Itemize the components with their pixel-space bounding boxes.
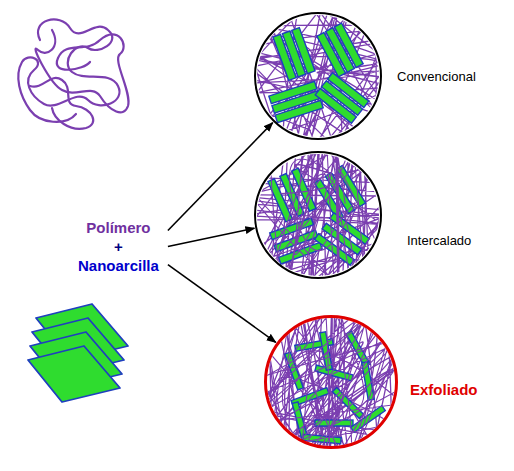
- component-label: Nanoarcilla: [78, 256, 159, 275]
- polymer-chain: [30, 78, 93, 129]
- morphology-node: Convencional: [254, 12, 382, 140]
- circle-outline: [255, 13, 381, 139]
- morphology-label: Intercalado: [407, 233, 471, 248]
- clay-sheet: [28, 346, 120, 402]
- circle-outline: [266, 317, 397, 448]
- mixture-label: Polímero+Nanoarcilla: [75, 218, 162, 275]
- arrow-connector: [168, 228, 255, 246]
- mixture-circle: [254, 151, 382, 279]
- arrow-connector: [168, 265, 276, 343]
- morphology-label: Exfoliado: [410, 381, 478, 398]
- clay-stack: [28, 304, 128, 402]
- polymer-chain: [119, 206, 514, 471]
- morphology-node: Intercalado: [254, 151, 382, 279]
- clay-platelet: [275, 100, 323, 122]
- clay-platelet: [315, 89, 356, 124]
- polymer-tangle: [18, 19, 128, 128]
- morphology-node: Exfoliado: [264, 315, 398, 449]
- clay-platelet: [317, 33, 346, 77]
- morphology-label: Convencional: [397, 69, 476, 84]
- component-label: Polímero: [78, 218, 159, 237]
- mixture-circle: [264, 315, 398, 449]
- clay-platelet: [273, 34, 296, 80]
- circle-outline: [255, 152, 381, 278]
- polymer-chain: [211, 134, 452, 471]
- component-label: +: [78, 237, 159, 256]
- mixture-circle: [254, 12, 382, 140]
- polymer-chain: [35, 30, 128, 112]
